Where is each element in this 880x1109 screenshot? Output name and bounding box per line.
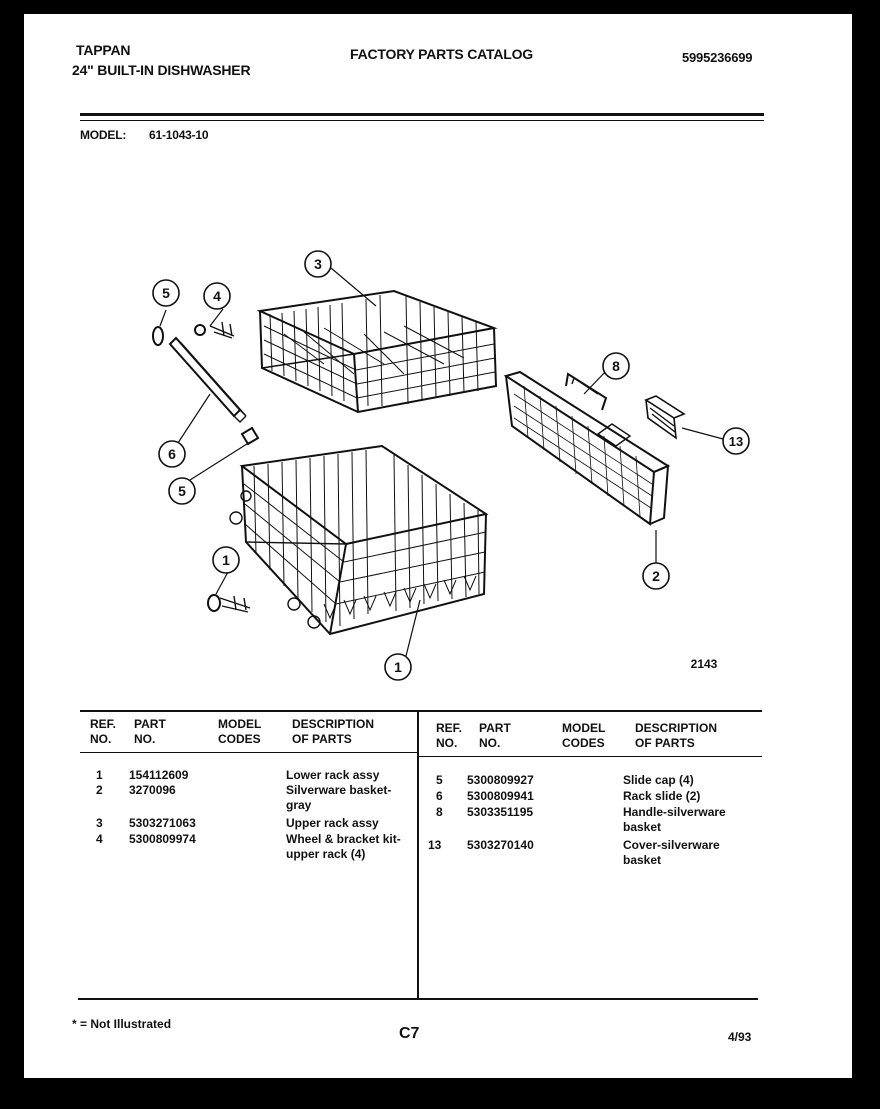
upper-rack-illustration [256,289,498,414]
not-illustrated-note: * = Not Illustrated [72,1017,172,1031]
row-ref: 3 [96,816,103,830]
product-name: 24" BUILT-IN DISHWASHER [72,62,251,78]
model-value: 61-1043-10 [149,128,209,142]
row-description: Rack slide (2) [623,789,701,803]
row-part-no: 154112609 [129,768,189,782]
row-description: Handle-silverware basket [623,805,726,834]
callout-5-top: 5 [162,285,170,301]
row-description: Lower rack assy [286,768,380,782]
row-description: Cover-silverware basket [623,838,720,867]
callout-2: 2 [652,568,660,584]
row-part-no: 5300809927 [467,773,534,787]
row-description: Slide cap (4) [623,773,694,787]
catalog-number: 5995236699 [682,50,753,65]
rack-slide-illustration [168,336,247,423]
slide-cap-bottom [240,426,260,446]
row-ref: 8 [436,805,443,819]
row-description: Silverware basket-gray [286,783,392,812]
table-bottom-rule [78,998,758,1000]
wheel-illustration [207,594,251,613]
header-rule [80,113,764,116]
header-rule-thin [80,120,764,121]
row-ref: 4 [96,832,103,846]
model-label: MODEL: [80,128,127,142]
row-ref: 6 [436,789,443,803]
callout-1-rack: 1 [394,659,402,675]
callout-6: 6 [168,446,176,462]
row-description: Wheel & bracket kit-upper rack (4) [286,832,401,861]
figure-number: 2143 [691,657,718,671]
basket-cover-illustration [644,395,686,440]
table-header-rule-right [418,756,762,757]
table-divider [417,710,419,998]
slide-cap-top [152,326,164,346]
row-ref: 1 [96,768,103,782]
catalog-page: TAPPAN 24" BUILT-IN DISHWASHER FACTORY P… [24,14,852,1078]
callout-13: 13 [729,434,743,449]
table-top-rule-right [418,710,762,712]
page-code: C7 [399,1025,420,1042]
catalog-title: FACTORY PARTS CATALOG [350,46,533,62]
col-ref-header-right: REF.NO. [436,721,463,750]
row-part-no: 3270096 [129,783,176,797]
callout-4: 4 [213,288,221,304]
callout-1-wheel: 1 [222,552,230,568]
row-part-no: 5303271063 [129,816,196,830]
table-header-rule-left [80,752,418,753]
callout-3: 3 [314,256,322,272]
row-part-no: 5303351195 [467,805,534,819]
callout-8: 8 [612,358,620,374]
col-ref-header-left: REF.NO. [90,717,117,746]
row-description: Upper rack assy [286,816,379,830]
row-ref: 2 [96,783,103,797]
catalog-date: 4/93 [728,1030,752,1044]
exploded-parts-diagram: 3 5 4 6 5 1 1 2 8 13 2143 [152,250,750,681]
row-ref: 5 [436,773,443,787]
row-part-no: 5303270140 [467,838,534,852]
row-part-no: 5300809941 [467,789,534,803]
callout-5-bottom: 5 [178,483,186,499]
table-top-rule-left [80,710,418,712]
row-part-no: 5300809974 [129,832,196,846]
row-ref: 13 [428,838,442,852]
brand-name: TAPPAN [76,42,131,58]
lower-rack-illustration [229,444,489,636]
silverware-basket-illustration [503,370,671,526]
wheel-kit-illustration [194,321,235,339]
